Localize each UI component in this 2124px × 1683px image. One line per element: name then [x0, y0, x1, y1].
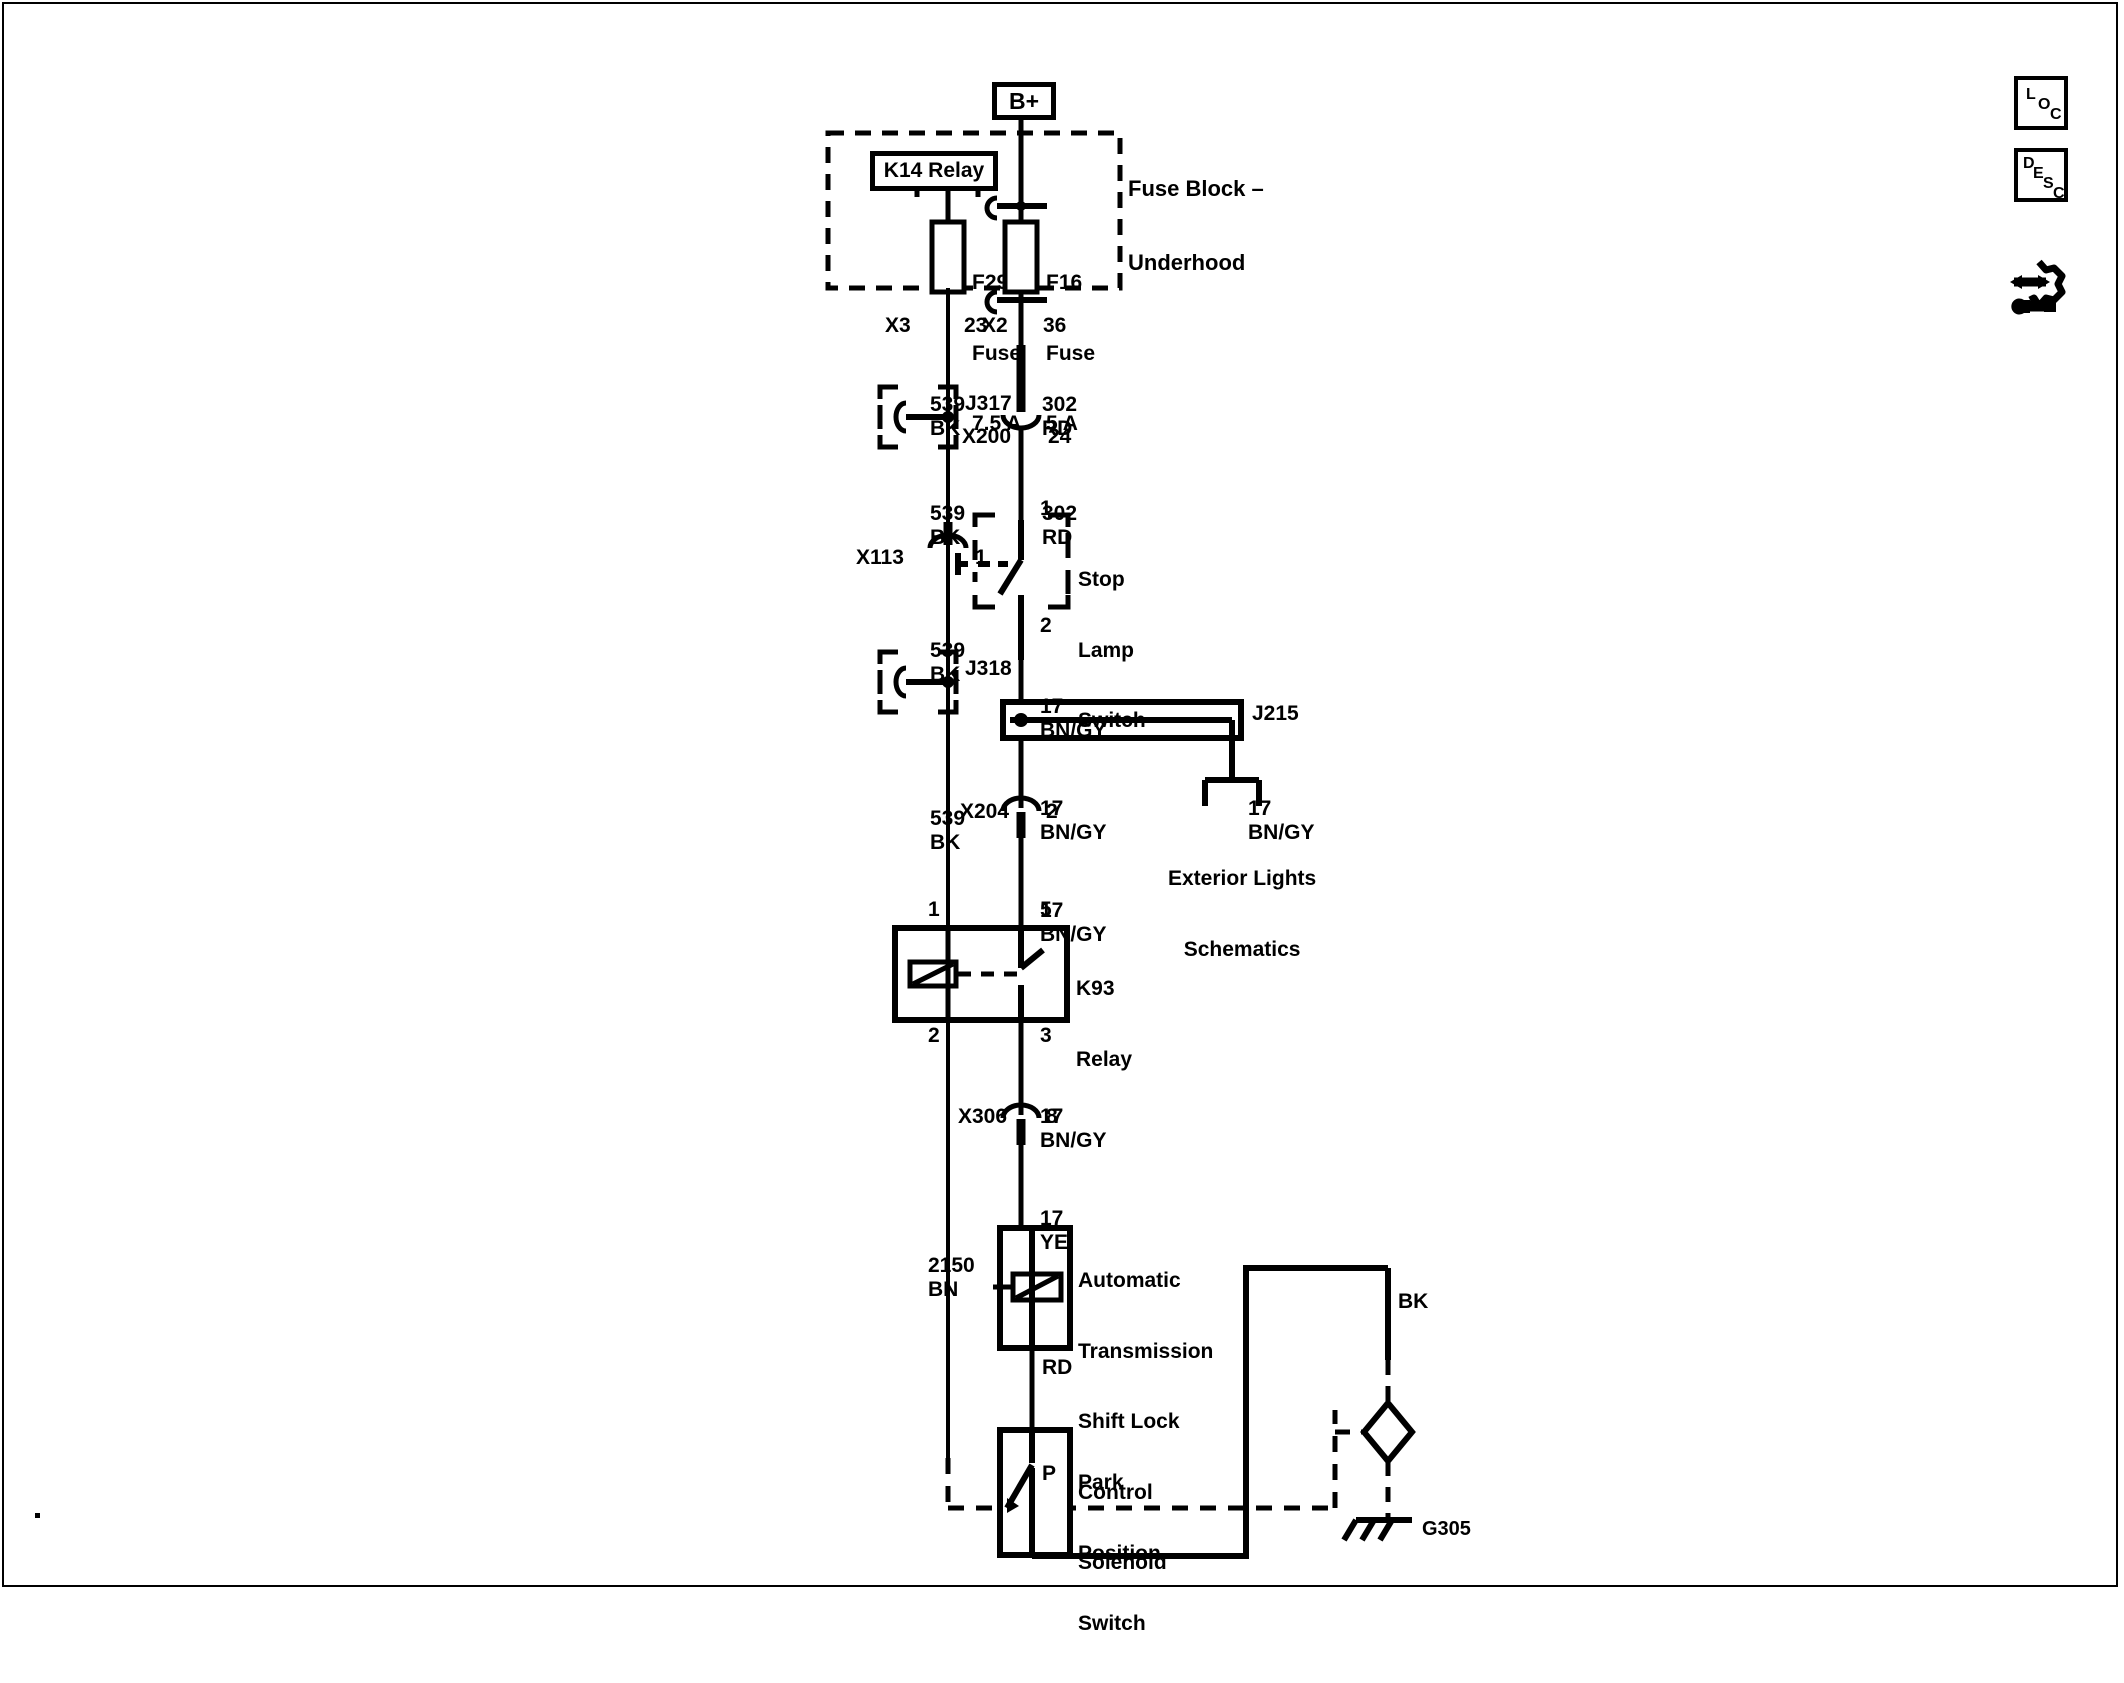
k93-pin-3: 3	[1040, 1024, 1052, 1047]
f29-fuse-label: F29 Fuse 7.5 A	[972, 224, 1021, 483]
j318-splice-symbol	[877, 649, 959, 715]
wire-label-bk-ground: BK	[1398, 1290, 1429, 1313]
connector-wrench-icon[interactable]	[2006, 250, 2078, 322]
connector-x306-pin: 8	[1046, 1105, 1058, 1128]
f29-type: Fuse	[972, 341, 1022, 365]
connector-x113-id: X113	[856, 546, 904, 569]
park-position-switch-label: Park Position Switch	[1078, 1471, 1161, 1636]
loc-icon[interactable]: L O C	[2014, 76, 2068, 130]
j317-splice-symbol	[877, 384, 959, 450]
connector-x113-pin: 1	[975, 546, 987, 569]
ground-splice-diamond	[1360, 1398, 1416, 1466]
k93-pin-1: 1	[928, 898, 940, 921]
desc-icon-char-c: C	[2053, 185, 2065, 202]
fuse-block-outline	[825, 130, 1123, 291]
j318-label: J318	[965, 657, 1012, 680]
battery-label: B+	[1008, 87, 1040, 114]
loc-icon-char-l: L	[2026, 86, 2036, 103]
schematic-sheet: B+ K14 Relay Fuse Block – Underhood F29 …	[2, 2, 2118, 1635]
k93-pin-2: 2	[928, 1024, 940, 1047]
f16-rating: 5 A	[1046, 412, 1078, 436]
f16-type: Fuse	[1046, 341, 1096, 365]
connector-hook-f16-top	[984, 195, 998, 221]
corner-registration-mark	[35, 1513, 40, 1518]
k93-pin-5: 5	[1040, 898, 1052, 921]
k14-relay-label: K14 Relay	[883, 159, 985, 182]
wire-label-rd: RD	[1042, 1356, 1073, 1379]
loc-icon-char-o: O	[2038, 96, 2051, 113]
f16-fuse-label: F16 Fuse 5 A	[1046, 224, 1095, 483]
connector-x204-id: X204	[960, 800, 1010, 823]
f29-fuse-body	[929, 219, 967, 295]
connector-x3-id: X3	[885, 314, 911, 337]
j215-splice-pack-symbol	[1000, 699, 1244, 780]
exterior-lights-bracket	[1202, 777, 1262, 806]
connector-arc-x306	[1000, 1102, 1042, 1119]
return-to-bk-riser	[1032, 1265, 1388, 1559]
stop-lamp-pin-bottom: 2	[1040, 614, 1052, 637]
battery-positive-box: B+	[992, 82, 1056, 120]
k93-relay-label: K93 Relay	[1076, 977, 1133, 1071]
desc-icon-char-s: S	[2043, 175, 2054, 192]
fuse-block-label-line1: Fuse Block –	[1128, 176, 1264, 202]
exterior-lights-label[interactable]: Exterior Lights Schematics	[1168, 867, 1317, 961]
k14-relay-box[interactable]: K14 Relay	[870, 151, 998, 191]
desc-icon[interactable]: D E S C	[2014, 148, 2068, 202]
ground-symbol-g305	[1341, 1517, 1412, 1542]
loc-icon-char-c: C	[2050, 106, 2062, 123]
park-contact-mark: P	[1042, 1462, 1057, 1485]
connector-arc-x204	[1000, 795, 1042, 812]
k93-relay-symbol	[892, 925, 1070, 1023]
fuse-block-label-line2: Underhood	[1128, 250, 1246, 276]
connector-x200-pin: 24	[1048, 425, 1072, 448]
stop-lamp-pin-top: 1	[1040, 497, 1052, 520]
wiring-diagram-canvas	[825, 117, 1416, 1559]
f29-rating: 7.5 A	[972, 412, 1022, 436]
connector-arc-x113	[927, 532, 969, 549]
stop-lamp-switch-label: Stop Lamp Switch	[1078, 568, 1146, 733]
j215-label: J215	[1252, 702, 1299, 725]
connector-x204-pin: 2	[1046, 800, 1058, 823]
connector-x3-pin: 23	[964, 314, 988, 337]
shift-lock-solenoid-symbol	[993, 1225, 1073, 1351]
ground-label-g305: G305	[1422, 1518, 1471, 1540]
connector-x306-id: X306	[958, 1105, 1008, 1128]
f16-id: F16	[1046, 271, 1083, 295]
desc-icon-char-d: D	[2023, 155, 2035, 172]
fuse-block-label: Fuse Block – Underhood	[1128, 128, 1264, 325]
connector-hook-f16-bottom	[984, 289, 998, 315]
j317-label: J317	[965, 392, 1012, 415]
page-border	[2, 2, 2118, 1587]
shift-lock-solenoid-label: Automatic Transmission Shift Lock Contro…	[1078, 1269, 1214, 1575]
connector-x200-id: X200	[962, 425, 1012, 448]
connector-x2-pin: 36	[1043, 314, 1067, 337]
desc-icon-char-e: E	[2033, 165, 2044, 182]
connector-x2-id: X2	[982, 314, 1008, 337]
f29-id: F29	[972, 271, 1009, 295]
